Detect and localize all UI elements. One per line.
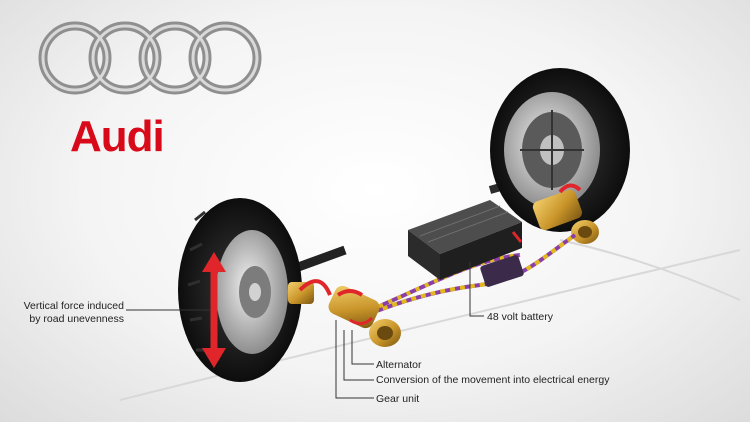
battery-48v <box>408 200 524 287</box>
front-wheel <box>178 198 302 382</box>
alternator-label: Alternator <box>376 359 422 371</box>
conversion-label: Conversion of the movement into electric… <box>376 374 610 386</box>
vertical-force-arrow <box>202 252 226 368</box>
audi-rings-logo <box>38 21 262 95</box>
leader-lines <box>126 262 484 399</box>
front-alternator-unit <box>328 285 401 347</box>
floor-lines <box>119 239 741 401</box>
audi-wordmark: Audi <box>70 112 165 161</box>
gear-unit-label: Gear unit <box>376 393 420 405</box>
vertical-force-label: Vertical force induced by road unevennes… <box>23 300 124 326</box>
rear-wheel <box>490 68 630 232</box>
battery-label: 48 volt battery <box>487 311 553 323</box>
rear-alternator-unit <box>532 183 599 244</box>
front-hub <box>288 279 332 304</box>
